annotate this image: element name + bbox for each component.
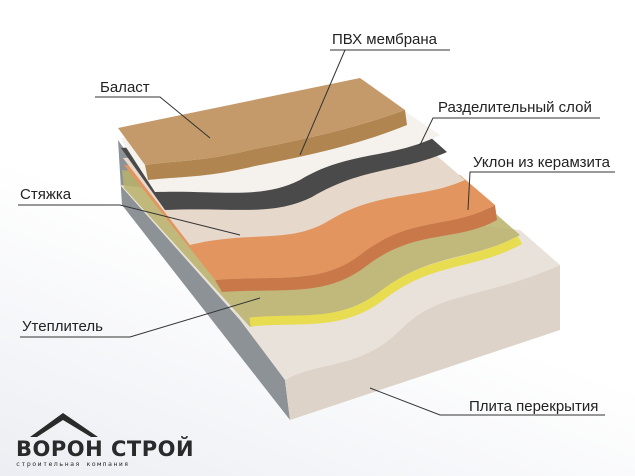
leader-insulation [20, 297, 261, 338]
label-screed: Стяжка [20, 186, 72, 203]
ballast-layer [118, 78, 405, 165]
insulation-edge [249, 236, 523, 327]
label-ballast: Баласт [100, 79, 150, 96]
logo-roof-icon [30, 413, 98, 437]
label-insulation: Утеплитель [22, 318, 103, 335]
ballast-front [145, 110, 407, 180]
logo-subtitle: строительная компания [16, 460, 130, 468]
label-pvc: ПВХ мембрана [332, 31, 438, 48]
leader-separator [419, 117, 600, 146]
slab-front-face [285, 265, 560, 420]
label-slab: Плита перекрытия [469, 398, 598, 415]
leader-ballast [95, 96, 211, 139]
leader-slab [369, 387, 605, 416]
slope-layer-side [215, 205, 497, 292]
label-separator: Разделительный слой [438, 99, 592, 116]
company-logo: ВОРОН СТРОЙ строительная компания [16, 413, 194, 468]
logo-name: ВОРОН СТРОЙ [16, 436, 194, 461]
leader-pvc-pointer [299, 49, 346, 156]
label-slope: Уклон из керамзита [473, 154, 611, 171]
leader-slope [467, 171, 615, 211]
leader-screed [18, 204, 241, 236]
